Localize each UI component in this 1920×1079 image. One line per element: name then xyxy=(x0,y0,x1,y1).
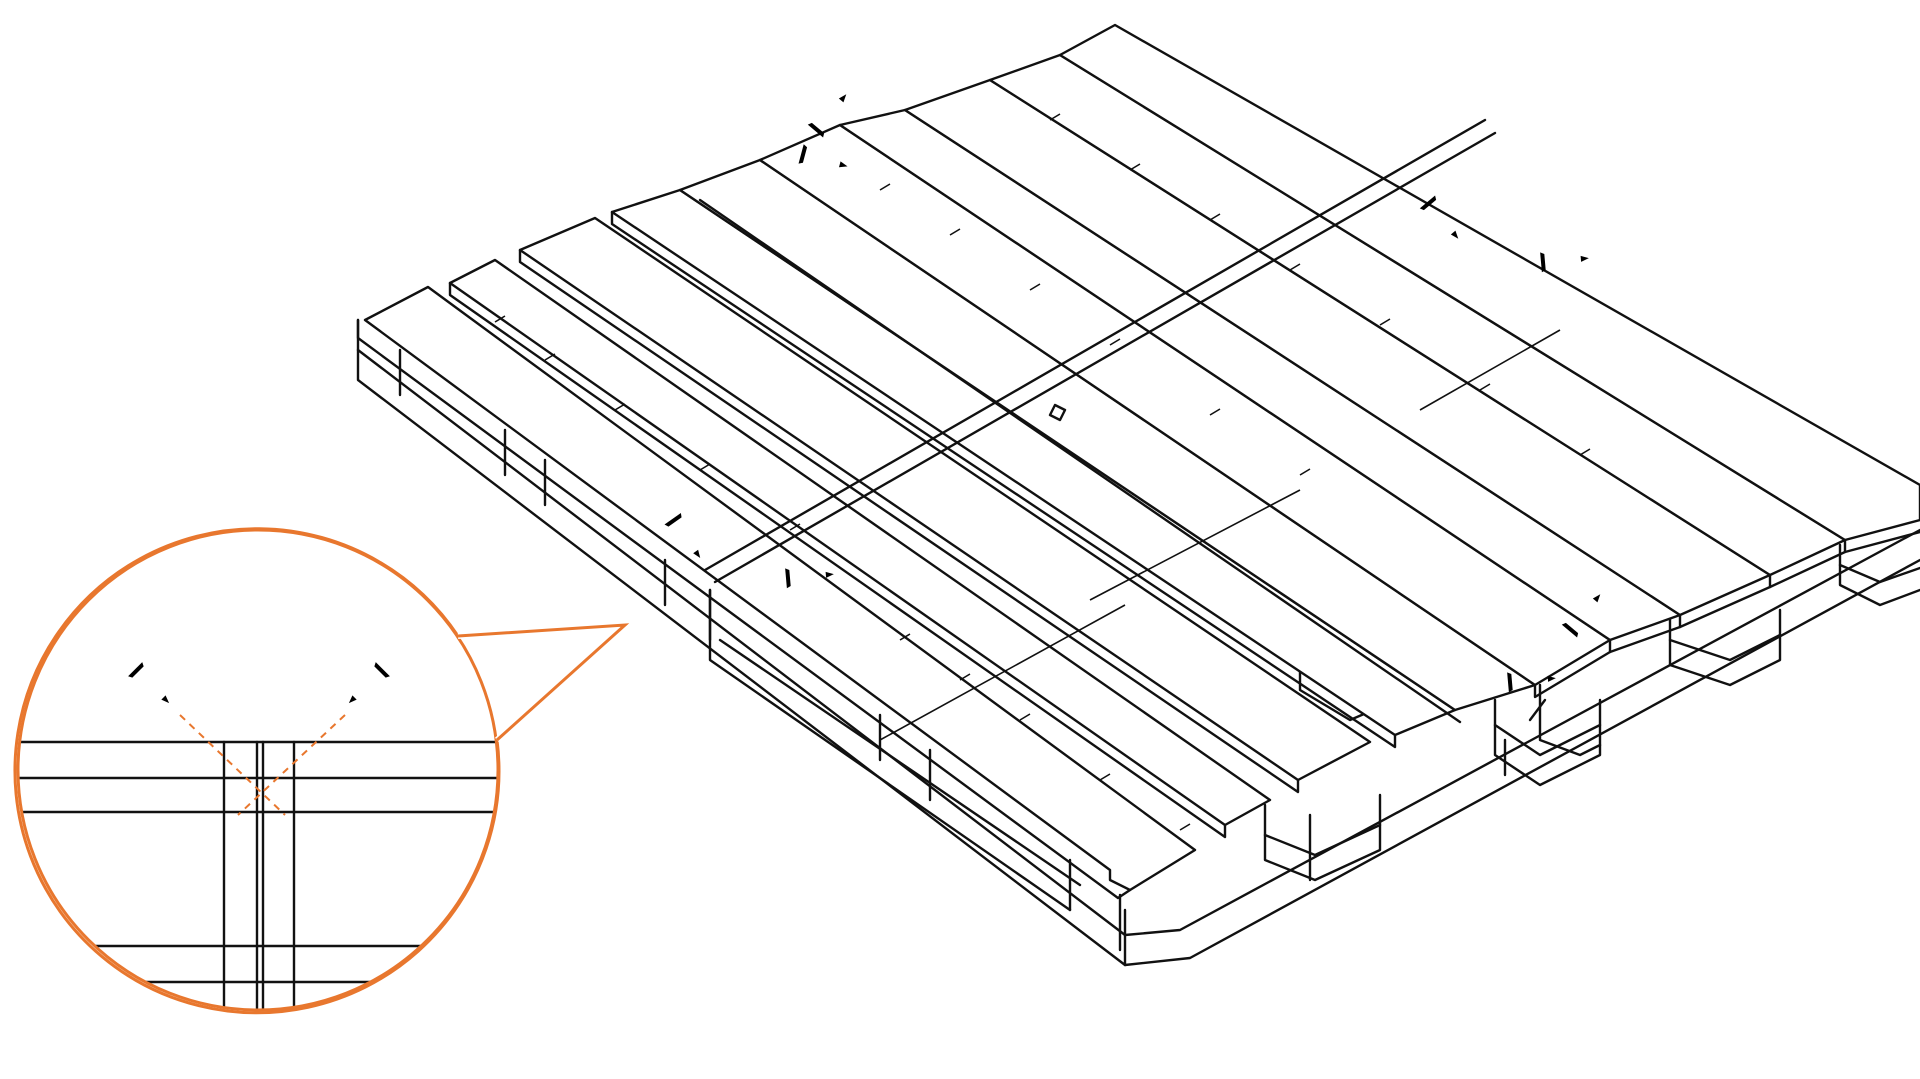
detail-callout xyxy=(13,527,634,1015)
deck-boards-left xyxy=(356,158,1537,900)
pallet-base xyxy=(356,318,1920,967)
deck-boards-right xyxy=(758,23,1920,699)
board-gaps xyxy=(494,113,1591,831)
deck-seams xyxy=(703,118,1561,741)
screw-icon xyxy=(1540,248,1590,273)
